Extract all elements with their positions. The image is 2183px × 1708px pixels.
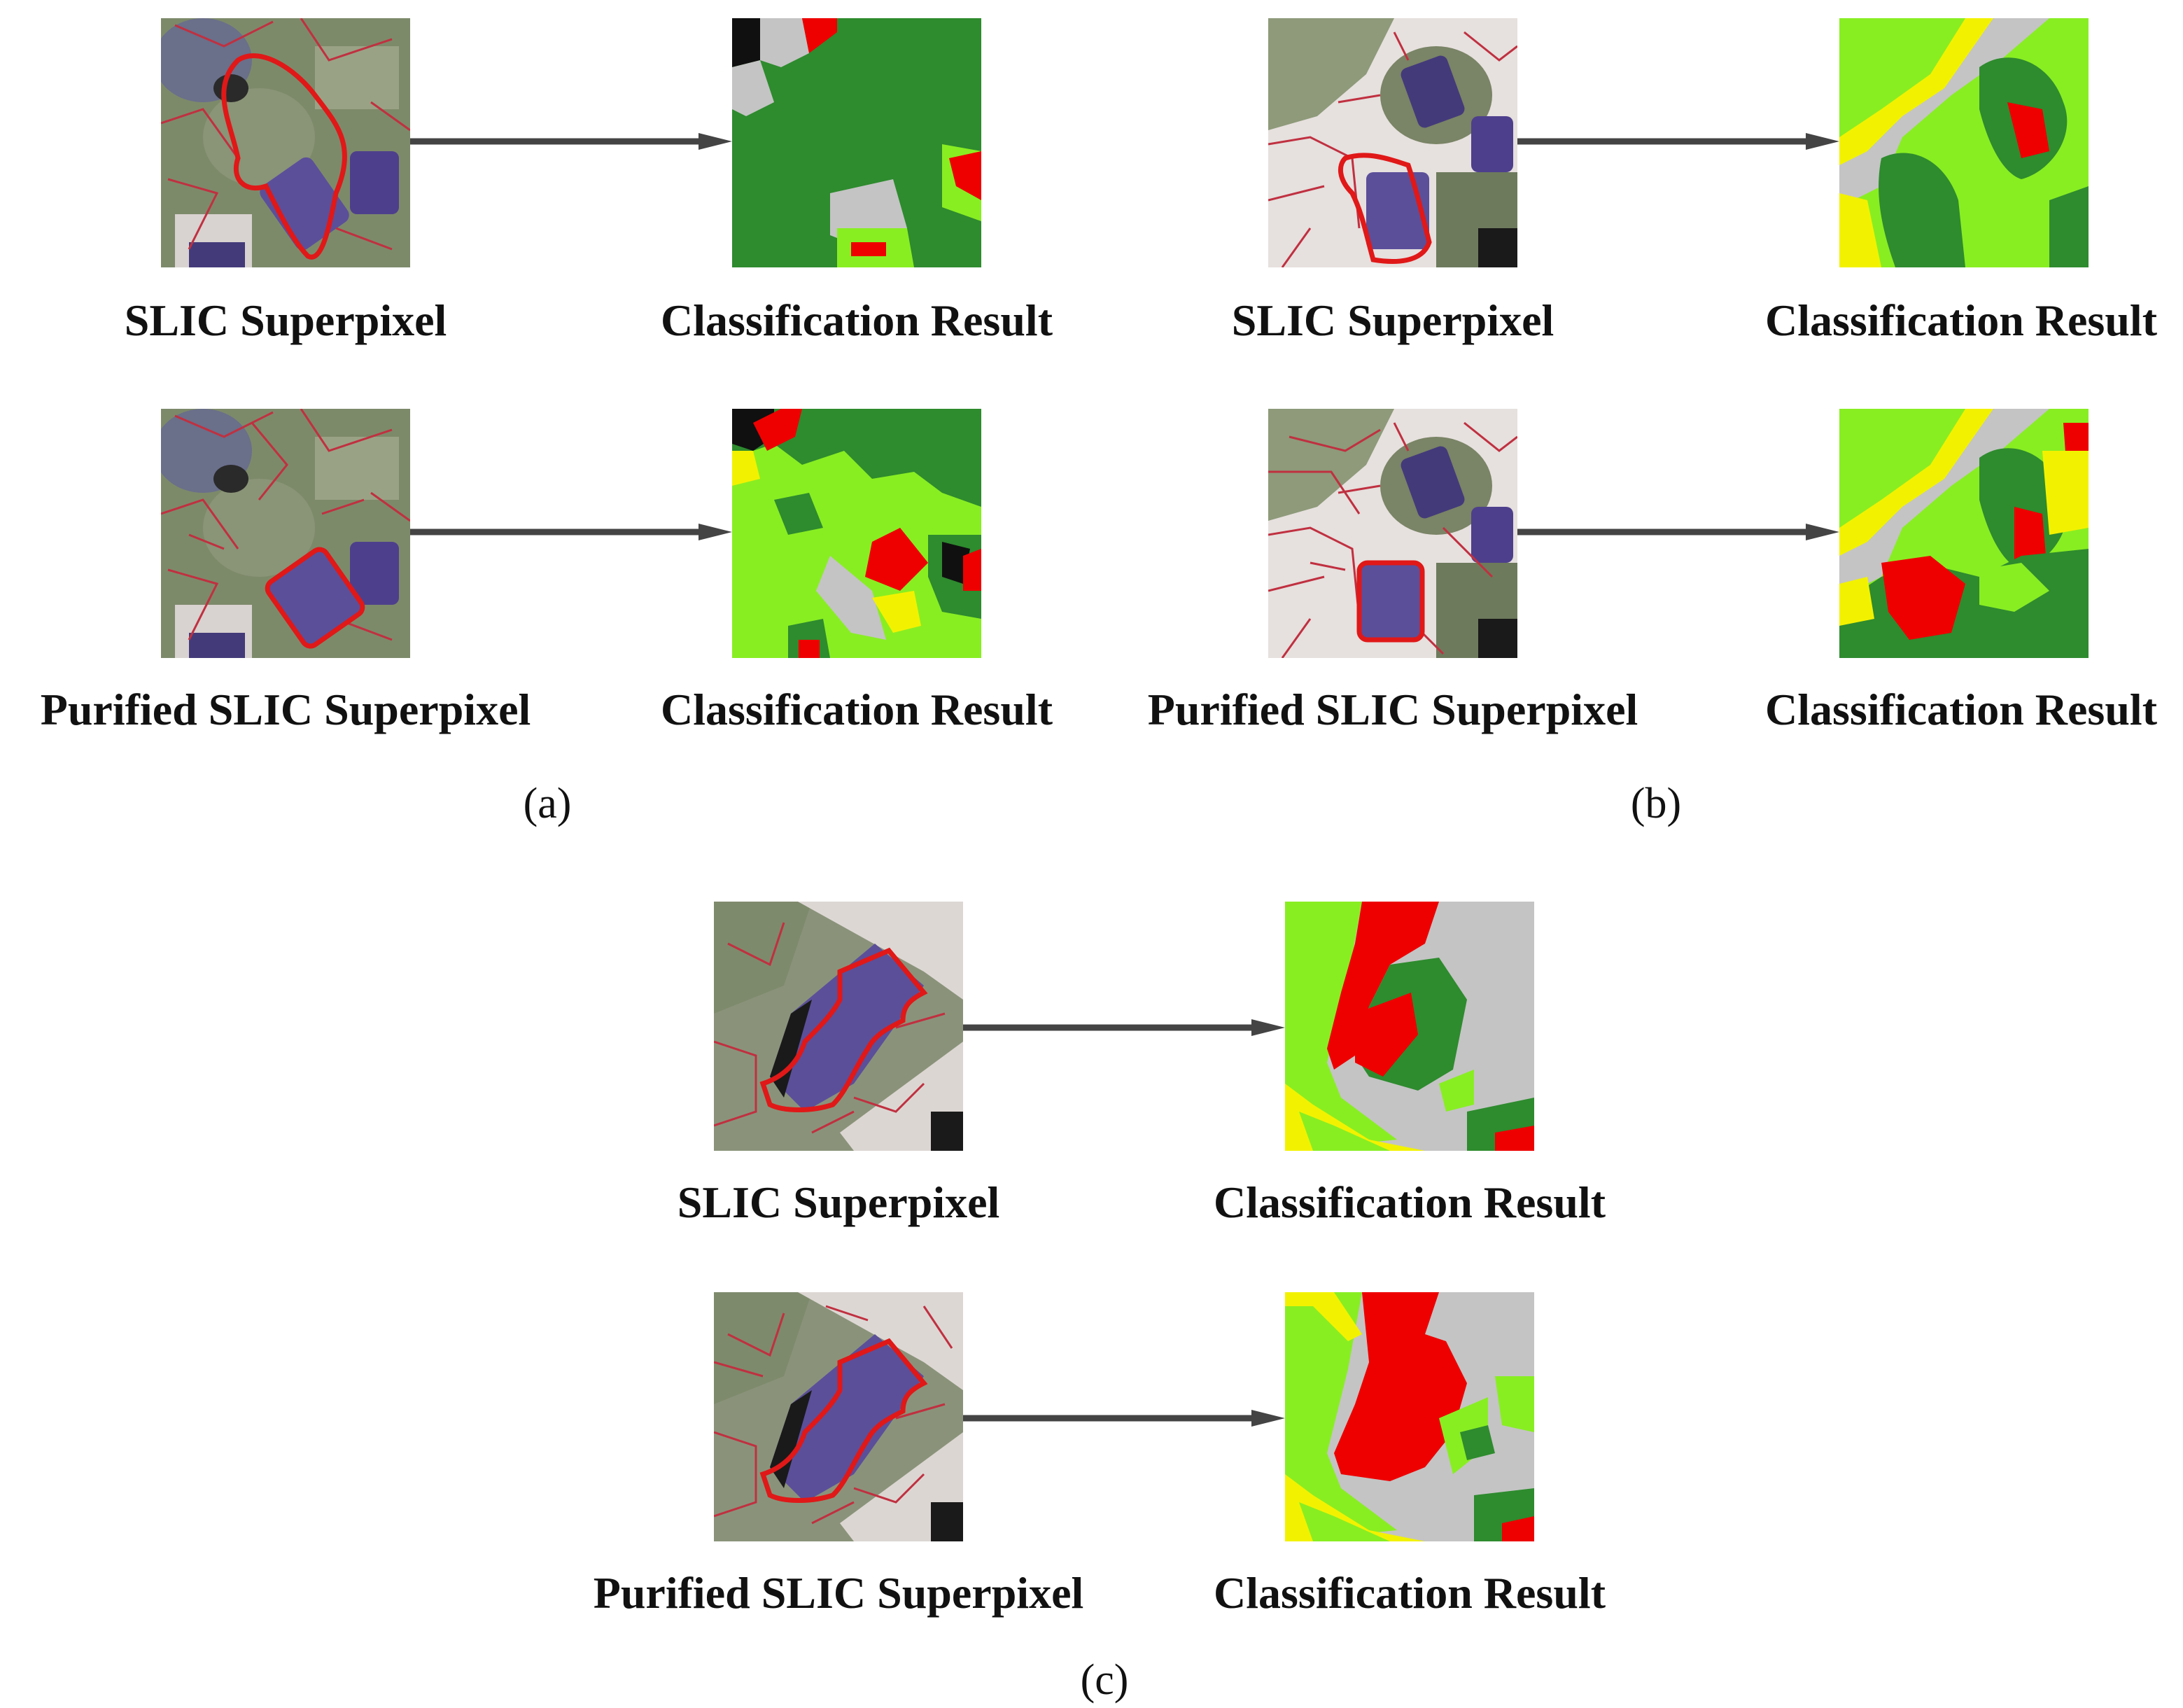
a-purified-classification-result-image bbox=[732, 409, 981, 658]
c-bottom-arrow bbox=[963, 1410, 1285, 1427]
c-top-left-caption: SLIC Superpixel bbox=[677, 1177, 1000, 1227]
a-top-left-caption: SLIC Superpixel bbox=[124, 295, 447, 345]
a-bottom-arrow bbox=[410, 524, 732, 540]
c-purified-slic-superpixel-image bbox=[714, 1292, 963, 1541]
c-classification-result-image bbox=[1285, 902, 1534, 1151]
b-purified-classification-result-image bbox=[1839, 409, 2089, 658]
a-bottom-right-caption: Classification Result bbox=[661, 685, 1053, 734]
a-bottom-left-caption: Purified SLIC Superpixel bbox=[40, 685, 531, 734]
b-slic-superpixel-image bbox=[1268, 18, 1517, 267]
b-purified-slic-superpixel-image bbox=[1268, 409, 1517, 658]
b-top-left-caption: SLIC Superpixel bbox=[1231, 295, 1554, 345]
panel-label-b: (b) bbox=[1630, 780, 1682, 827]
panel-label-a: (a) bbox=[523, 780, 572, 827]
c-top-arrow bbox=[963, 1019, 1285, 1036]
a-top-arrow bbox=[410, 133, 732, 150]
b-top-arrow bbox=[1517, 133, 1839, 150]
a-slic-superpixel-image bbox=[161, 18, 410, 267]
b-bottom-right-caption: Classification Result bbox=[1765, 685, 2157, 734]
a-purified-slic-superpixel-image bbox=[161, 409, 410, 658]
a-top-right-caption: Classification Result bbox=[661, 295, 1053, 345]
b-classification-result-image bbox=[1839, 18, 2089, 267]
b-bottom-arrow bbox=[1517, 524, 1839, 540]
c-bottom-left-caption: Purified SLIC Superpixel bbox=[593, 1568, 1084, 1618]
c-slic-superpixel-image bbox=[714, 902, 963, 1151]
b-top-right-caption: Classification Result bbox=[1765, 295, 2157, 345]
c-top-right-caption: Classification Result bbox=[1214, 1177, 1606, 1227]
a-classification-result-image bbox=[732, 18, 981, 267]
c-bottom-right-caption: Classification Result bbox=[1214, 1568, 1606, 1618]
panel-label-c: (c) bbox=[1080, 1656, 1129, 1704]
c-purified-classification-result-image bbox=[1285, 1292, 1534, 1541]
b-bottom-left-caption: Purified SLIC Superpixel bbox=[1147, 685, 1638, 734]
